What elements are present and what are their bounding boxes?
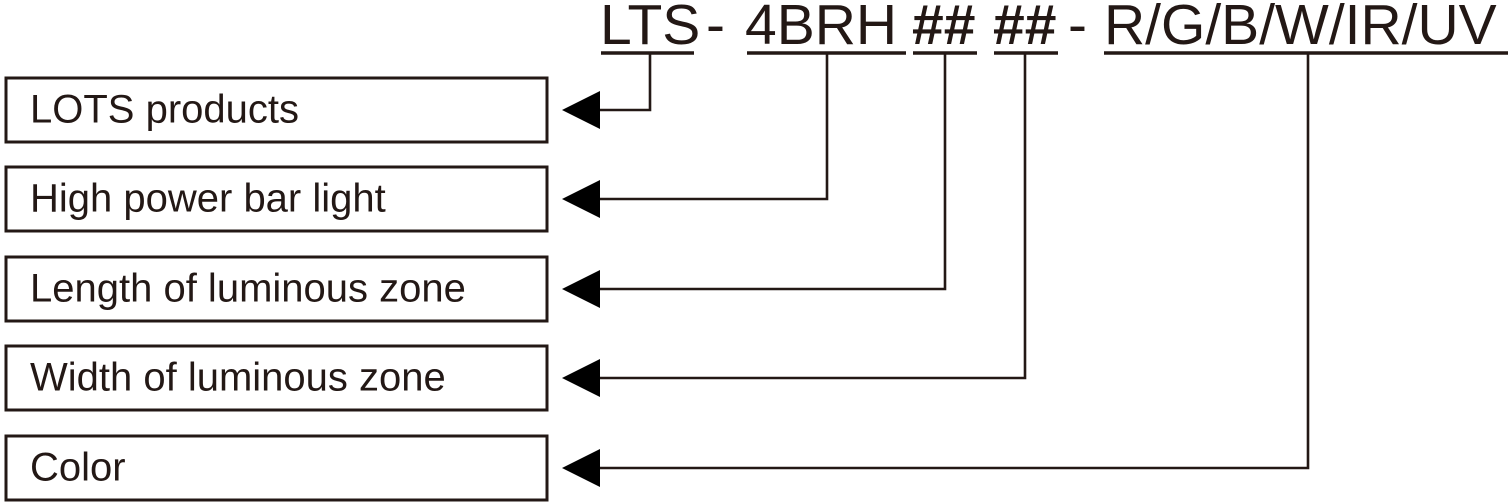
label-box-rect (4, 76, 549, 144)
pn-segment-width: ## (993, 0, 1056, 57)
label-box-rect (4, 434, 549, 502)
label-box-length-luminous-zone[interactable]: Length of luminous zone (4, 255, 549, 323)
connector-prefix-to-lots-products (598, 53, 652, 112)
label-box-high-power-bar-light[interactable]: High power bar light (4, 165, 549, 233)
label-box-lots-products[interactable]: LOTS products (4, 76, 549, 144)
connector-width-to-width-luminous-zone (598, 53, 1027, 380)
pn-separator-dash-1: - (706, 0, 725, 57)
label-box-label: Width of luminous zone (30, 356, 446, 400)
label-box-label: High power bar light (30, 177, 386, 221)
connector-length-to-length-luminous-zone (598, 53, 947, 291)
arrow-head-length-luminous-zone (562, 270, 600, 308)
connector-color-to-color (598, 53, 1310, 470)
arrow-head-lots-products (562, 91, 600, 129)
label-box-rect (4, 255, 549, 323)
pn-separator-dash-2: - (1068, 0, 1087, 57)
label-box-color[interactable]: Color (4, 434, 549, 502)
pn-segment-prefix: LTS (600, 0, 700, 57)
pn-segment-color: R/G/B/W/IR/UV (1104, 0, 1497, 57)
label-box-rect (4, 344, 549, 412)
pn-segment-length: ## (912, 0, 975, 57)
connector-series-to-high-power-bar-light (598, 53, 829, 201)
pn-segment-series: 4BRH (745, 0, 897, 57)
label-box-label: LOTS products (30, 88, 299, 132)
arrow-head-width-luminous-zone (562, 359, 600, 397)
arrow-head-high-power-bar-light (562, 180, 600, 218)
arrow-head-color (562, 449, 600, 487)
label-box-label: Color (30, 446, 126, 490)
label-box-label: Length of luminous zone (30, 267, 466, 311)
label-box-rect (4, 165, 549, 233)
label-box-width-luminous-zone[interactable]: Width of luminous zone (4, 344, 549, 412)
